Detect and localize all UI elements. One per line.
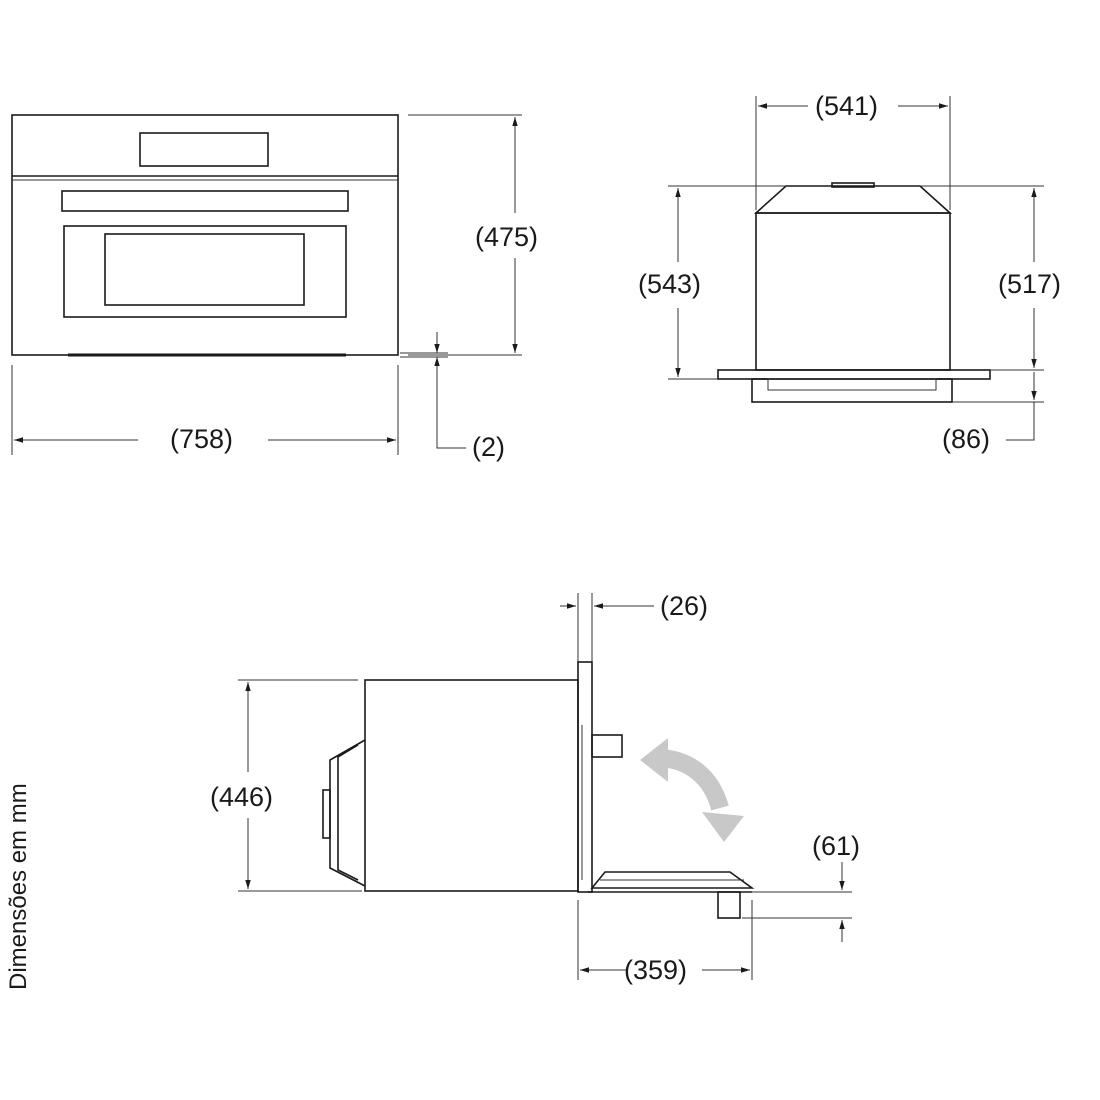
side-door-thickness-label: (26) — [660, 591, 708, 621]
top-front-panel — [717, 369, 991, 380]
side-open-door — [590, 871, 755, 889]
top-width-label: (541) — [815, 91, 878, 121]
front-view: (475) (758) (2) — [11, 114, 538, 462]
front-outer-frame — [11, 114, 399, 356]
top-rear-vent — [831, 182, 875, 188]
side-rear-bulge — [329, 739, 366, 887]
side-door-panel — [577, 661, 593, 893]
front-door-handle — [61, 190, 349, 212]
top-body — [755, 212, 951, 371]
side-depth-label: (359) — [624, 955, 687, 985]
top-door-handle-inner — [767, 378, 937, 391]
side-door-handle — [591, 734, 623, 758]
side-door-drop-label: (61) — [812, 831, 860, 861]
side-rear-connector — [322, 789, 331, 839]
side-height-label: (446) — [210, 782, 273, 812]
front-gap-label: (2) — [472, 432, 505, 462]
side-body — [364, 679, 579, 892]
curved-double-arrow-icon — [640, 738, 744, 842]
front-door-window — [104, 233, 305, 306]
top-body-height-label: (517) — [998, 269, 1061, 299]
front-height-label: (475) — [475, 222, 538, 252]
top-view: (541) (543) (517) (86) — [638, 91, 1061, 454]
front-door-window-frame — [63, 225, 347, 318]
side-open-door-handle — [717, 891, 741, 919]
front-width-label: (758) — [170, 424, 233, 454]
top-rear-chamfer — [753, 185, 953, 214]
side-view: (26) (446) (61) — [210, 591, 860, 985]
top-offset-label: (86) — [942, 424, 990, 454]
top-total-height-label: (543) — [638, 269, 701, 299]
front-display-panel — [139, 132, 269, 167]
units-caption: Dimensões em mm — [5, 783, 32, 990]
